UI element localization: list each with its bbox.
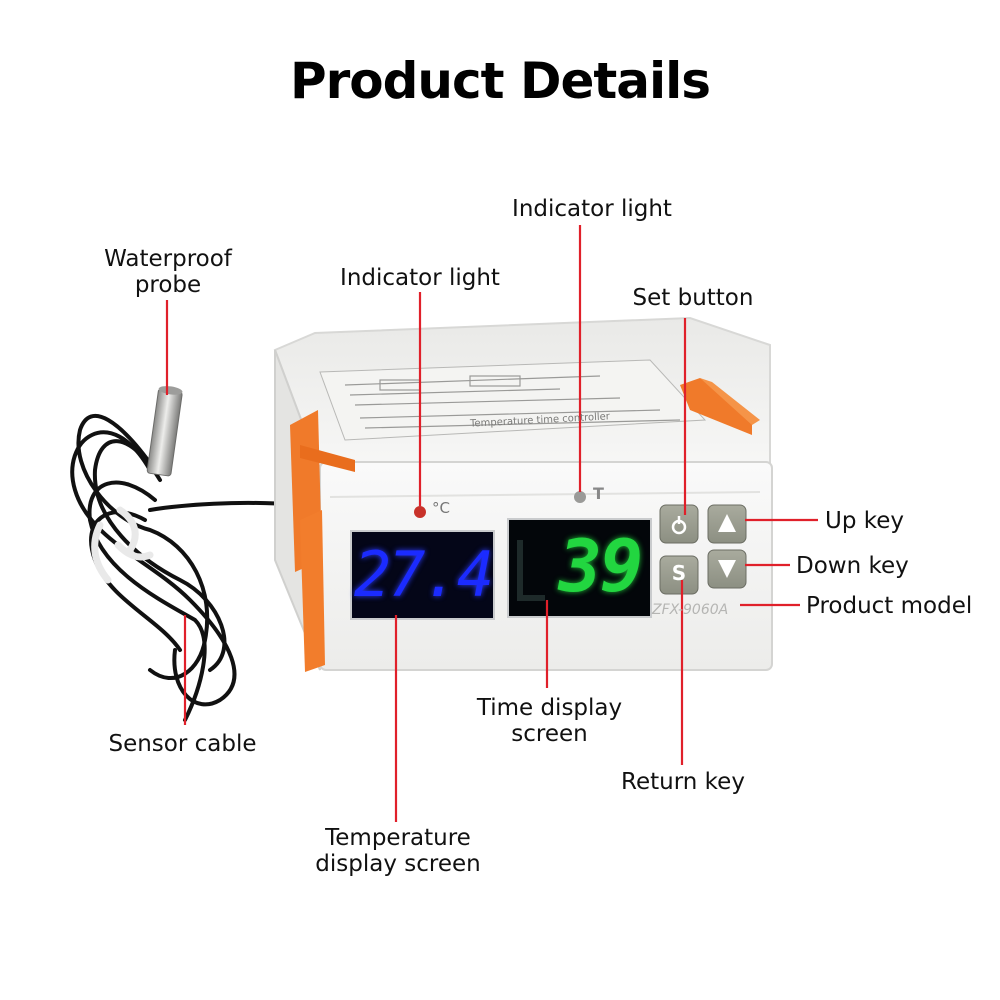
callout-temperature-display-screen: Temperature display screen bbox=[315, 825, 481, 877]
down-key[interactable] bbox=[707, 549, 747, 589]
callout-sensor-cable: Sensor cable bbox=[108, 731, 257, 757]
sensor-cable bbox=[70, 413, 302, 722]
callout-indicator-light-time: Indicator light bbox=[512, 196, 672, 222]
callout-lines bbox=[165, 225, 818, 822]
page-title: Product Details bbox=[289, 52, 711, 110]
return-key-label: S bbox=[671, 561, 687, 585]
time-unit-label: T bbox=[593, 484, 604, 503]
set-button[interactable] bbox=[659, 504, 699, 544]
time-reading: 39 bbox=[558, 524, 644, 608]
callout-set-button: Set button bbox=[632, 285, 754, 311]
callout-up-key: Up key bbox=[825, 508, 905, 534]
mounting-bracket-right bbox=[680, 378, 760, 435]
temperature-indicator-light bbox=[414, 506, 426, 518]
temperature-unit-label: °C bbox=[432, 499, 450, 517]
up-key[interactable] bbox=[707, 504, 747, 544]
product-model-text: ZFX-9060A bbox=[652, 602, 729, 618]
callout-indicator-light-temperature: Indicator light bbox=[340, 265, 500, 291]
temperature-display-screen bbox=[350, 530, 495, 620]
temperature-reading: 27.4 bbox=[353, 538, 494, 611]
time-display-screen bbox=[507, 518, 652, 618]
callout-waterproof-probe: Waterproof probe bbox=[104, 246, 232, 298]
callout-time-display-screen: Time display screen bbox=[476, 695, 623, 747]
callout-return-key: Return key bbox=[621, 769, 745, 795]
callout-down-key: Down key bbox=[796, 553, 909, 579]
mounting-bracket-left bbox=[290, 410, 355, 672]
cable-ties bbox=[91, 506, 154, 584]
time-indicator-light bbox=[574, 491, 586, 503]
callout-product-model: Product model bbox=[806, 593, 973, 619]
return-key[interactable] bbox=[659, 555, 699, 595]
waterproof-probe bbox=[146, 386, 183, 477]
